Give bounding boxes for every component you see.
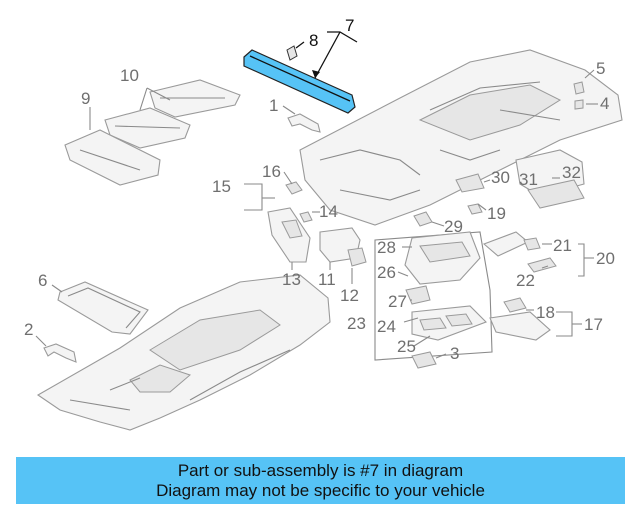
label-9: 9 xyxy=(81,89,90,108)
label-3: 3 xyxy=(450,344,459,363)
banner-line-2: Diagram may not be specific to your vehi… xyxy=(156,480,485,500)
label-2: 2 xyxy=(24,320,33,339)
label-17: 17 xyxy=(584,315,603,334)
banner-line-1: Part or sub-assembly is #7 in diagram xyxy=(177,460,464,480)
label-27: 27 xyxy=(388,292,407,311)
parts-20-22 xyxy=(482,231,594,277)
label-4: 4 xyxy=(600,94,609,113)
label-16: 16 xyxy=(262,162,281,181)
label-31: 31 xyxy=(519,170,538,189)
overhead-console-group xyxy=(374,231,493,361)
info-banner: Part or sub-assembly is #7 in diagram Di… xyxy=(16,457,625,504)
part-8-clip xyxy=(286,45,298,61)
label-6: 6 xyxy=(38,271,47,290)
label-25: 25 xyxy=(397,337,416,356)
label-20: 20 xyxy=(596,249,615,268)
headliner-upper xyxy=(299,49,623,226)
label-30: 30 xyxy=(491,168,510,187)
label-21: 21 xyxy=(553,236,572,255)
label-13: 13 xyxy=(282,270,301,289)
label-24: 24 xyxy=(377,317,396,336)
part-10-panels xyxy=(104,79,241,149)
label-22: 22 xyxy=(516,271,535,290)
parts-11-12 xyxy=(319,227,367,284)
label-29: 29 xyxy=(444,217,463,236)
label-23: 23 xyxy=(347,314,366,333)
part-2-grab-handle xyxy=(35,335,77,363)
part-6-glass xyxy=(51,281,149,335)
label-15: 15 xyxy=(212,177,231,196)
label-1: 1 xyxy=(269,96,278,115)
part-3 xyxy=(411,351,447,369)
parts-4-5-clips xyxy=(573,69,598,110)
parts-19-29-30 xyxy=(413,173,491,227)
label-28: 28 xyxy=(377,238,396,257)
headliner-lower xyxy=(36,274,331,431)
label-5: 5 xyxy=(596,59,605,78)
callout-7-8-lines xyxy=(295,31,358,79)
callout-labels: 7 8 10 9 1 5 4 16 15 14 13 11 12 30 31 3… xyxy=(24,16,615,363)
label-8: 8 xyxy=(309,31,318,50)
label-10: 10 xyxy=(120,66,139,85)
part-7-rail xyxy=(243,49,356,114)
parts-31-32-lamp xyxy=(515,149,585,209)
label-7: 7 xyxy=(345,16,354,35)
label-11: 11 xyxy=(318,270,336,289)
part-9-panel xyxy=(64,107,161,186)
label-18: 18 xyxy=(536,303,555,322)
part-1-grab-handle xyxy=(282,105,321,133)
label-26: 26 xyxy=(377,263,396,282)
label-14: 14 xyxy=(319,202,338,221)
sun-visor-group xyxy=(244,171,320,270)
label-19: 19 xyxy=(487,204,506,223)
parts-17-18 xyxy=(489,297,582,341)
label-32: 32 xyxy=(562,163,581,182)
label-12: 12 xyxy=(340,286,359,305)
